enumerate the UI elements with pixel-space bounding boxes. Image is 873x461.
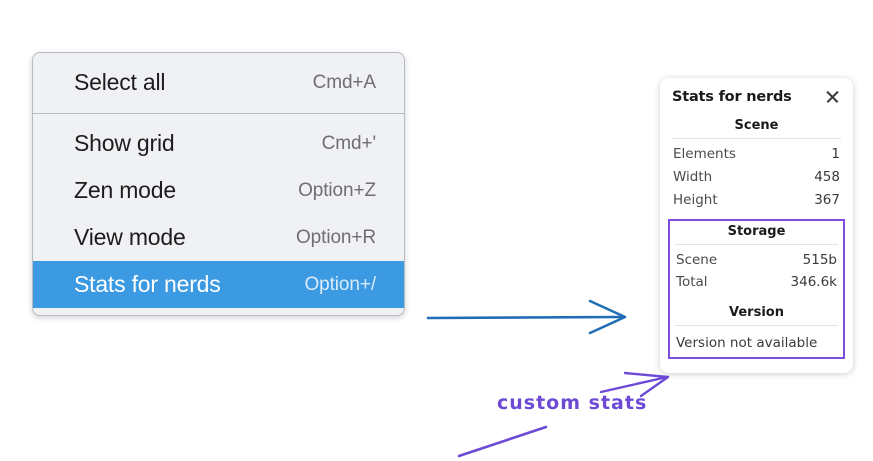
menu-item-label: Select all	[74, 69, 166, 95]
storage-heading: Storage	[727, 223, 786, 239]
menu-item-label: Show grid	[74, 130, 175, 156]
menu-item-select-all[interactable]: Select all Cmd+A	[33, 59, 404, 106]
stat-row-elements: Elements 1	[672, 143, 841, 166]
menu-item-shortcut: Option+Z	[298, 179, 376, 201]
version-heading: Version	[729, 305, 784, 321]
menu-group-1: Select all Cmd+A	[33, 53, 404, 113]
scene-heading: Scene	[734, 118, 779, 133]
menu-item-shortcut: Cmd+'	[321, 132, 376, 154]
context-menu: Select all Cmd+A Show grid Cmd+' Zen mod…	[32, 52, 405, 316]
custom-stats-underline	[457, 425, 548, 458]
stat-row-storage-total: Total 346.6k	[675, 271, 838, 294]
stats-panel-titlebar: Stats for nerds	[672, 88, 841, 105]
stats-panel-title: Stats for nerds	[672, 88, 792, 105]
menu-to-panel-arrow	[426, 299, 627, 335]
stats-for-nerds-panel: Stats for nerds Scene Elements 1 Width 4…	[660, 78, 853, 374]
stat-row-height: Height 367	[672, 189, 841, 212]
menu-group-2: Show grid Cmd+' Zen mode Option+Z View m…	[33, 113, 404, 315]
stat-value: 515b	[802, 251, 837, 268]
custom-stats-label: custom stats	[497, 392, 648, 414]
stat-key: Total	[676, 274, 708, 291]
stat-row-width: Width 458	[672, 166, 841, 189]
stat-row-storage-scene: Scene 515b	[675, 249, 838, 272]
stat-value: 367	[814, 191, 840, 208]
stat-value: 346.6k	[790, 274, 837, 291]
menu-item-zen-mode[interactable]: Zen mode Option+Z	[33, 167, 404, 214]
stat-key: Width	[673, 168, 713, 185]
menu-item-view-mode[interactable]: View mode Option+R	[33, 214, 404, 261]
menu-item-label: View mode	[74, 224, 186, 250]
stat-value: 458	[814, 168, 840, 185]
divider	[675, 243, 838, 245]
divider	[675, 325, 838, 327]
menu-item-label: Zen mode	[74, 177, 176, 203]
stat-key: Scene	[676, 251, 718, 268]
custom-stats-section: Storage Scene 515b Total 346.6k Version …	[668, 218, 845, 360]
menu-item-shortcut: Option+R	[296, 226, 376, 248]
version-value: Version not available	[676, 335, 818, 352]
divider	[672, 138, 841, 139]
close-icon[interactable]	[824, 88, 841, 105]
menu-item-label: Stats for nerds	[74, 271, 221, 297]
menu-item-stats-for-nerds[interactable]: Stats for nerds Option+/	[33, 261, 404, 308]
stat-value: 1	[831, 146, 840, 162]
stat-key: Elements	[673, 146, 736, 162]
stat-key: Height	[673, 191, 718, 208]
scene-section: Scene Elements 1 Width 458 Height 367	[672, 117, 841, 212]
menu-item-show-grid[interactable]: Show grid Cmd+'	[33, 120, 404, 167]
menu-item-shortcut: Option+/	[304, 273, 376, 295]
menu-item-shortcut: Cmd+A	[312, 71, 376, 93]
